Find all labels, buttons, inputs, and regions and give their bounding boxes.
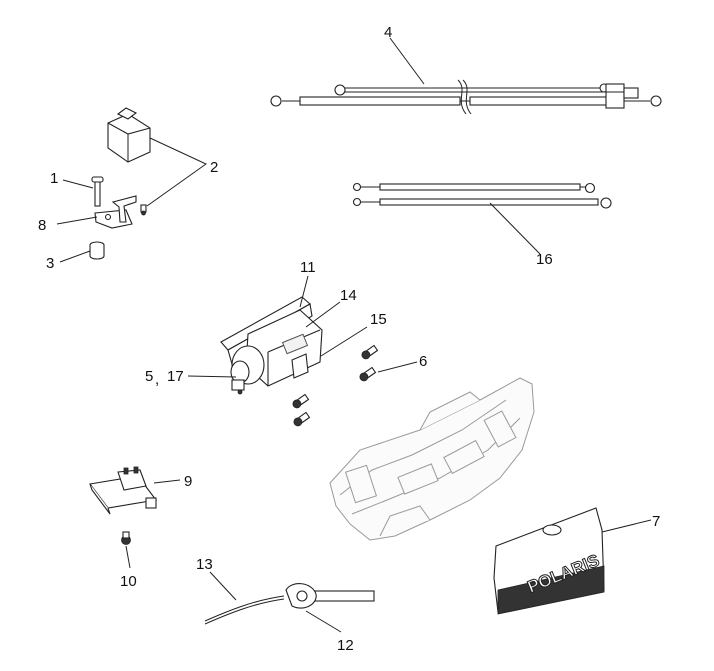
callout-11: 11 xyxy=(300,259,316,276)
part-16-battery-cables xyxy=(352,182,612,209)
part-10-screw xyxy=(121,531,131,545)
callout-15: 15 xyxy=(370,311,387,328)
headlight-assembly xyxy=(220,296,323,395)
part-12-clamp xyxy=(285,583,317,609)
callout-1: 1 xyxy=(50,170,58,187)
part-4-cable-assembly xyxy=(270,79,662,115)
callout-14: 14 xyxy=(340,287,357,304)
part-3-bushing xyxy=(89,241,105,260)
part-1-bolt xyxy=(91,176,104,207)
callout-9: 9 xyxy=(184,473,192,490)
callout-3: 3 xyxy=(46,255,54,272)
leader-lines xyxy=(56,37,652,633)
callout-10: 10 xyxy=(120,573,137,590)
callout-6: 6 xyxy=(419,353,427,370)
part-8-bracket xyxy=(94,195,137,229)
part-7-nameplate: POLARIS xyxy=(493,507,605,615)
callout-2: 2 xyxy=(210,159,218,176)
callout-12: 12 xyxy=(337,637,354,654)
part-2-relay xyxy=(107,107,151,163)
part-6-screws xyxy=(292,344,379,427)
part-9-switch xyxy=(89,466,157,515)
part-2-screw xyxy=(140,204,147,216)
callout-labels: 1 2 3 4 8 16 11 14 15 5 , 17 6 7 9 10 13… xyxy=(38,24,660,654)
callout-4: 4 xyxy=(384,24,392,41)
callout-7: 7 xyxy=(652,513,660,530)
callout-13: 13 xyxy=(196,556,213,573)
callout-5-separator: , xyxy=(155,371,159,388)
callout-17: 17 xyxy=(167,368,184,385)
callout-8: 8 xyxy=(38,217,46,234)
front-bumper xyxy=(329,377,535,541)
callout-5: 5 xyxy=(145,368,153,385)
callout-16: 16 xyxy=(536,251,553,268)
